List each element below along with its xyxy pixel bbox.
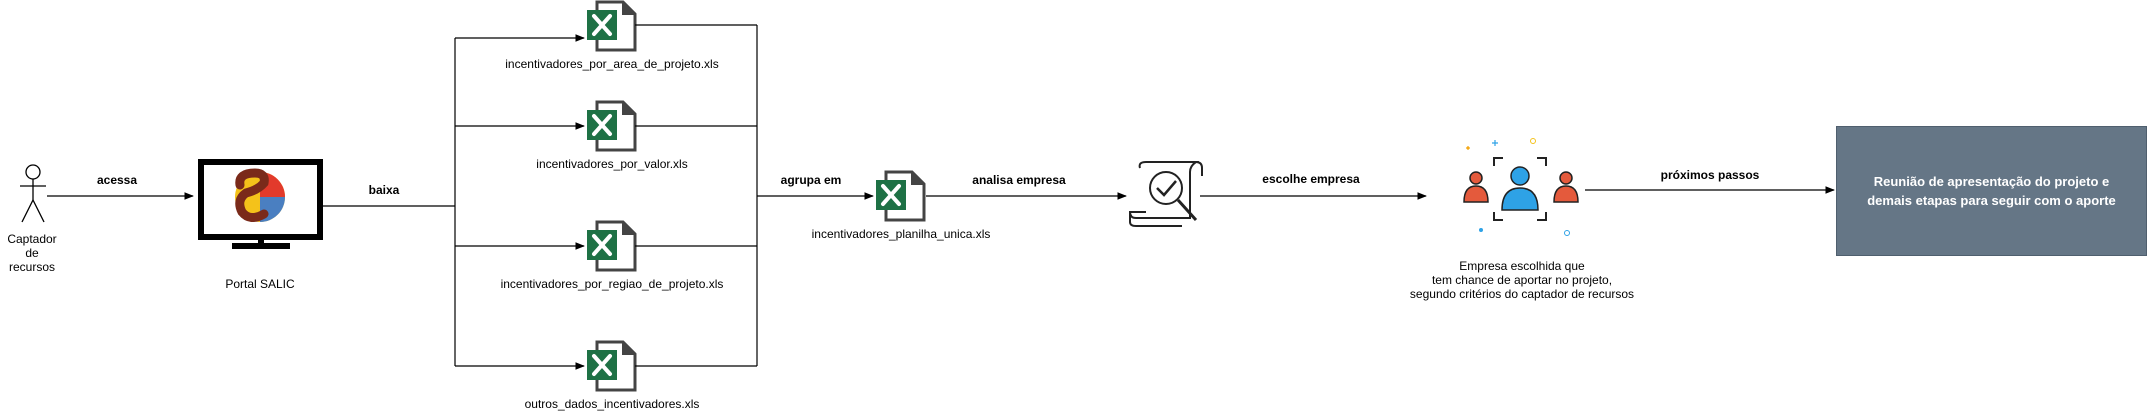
excel-file-icon — [585, 100, 637, 152]
edge-label-escolhe: escolhe empresa — [1262, 172, 1360, 186]
excel-file-icon — [585, 220, 637, 272]
captador-label: Captador de recursos — [7, 232, 57, 274]
file-label: incentivadores_por_valor.xls — [536, 157, 688, 171]
edge-label-analisa: analisa empresa — [972, 173, 1066, 187]
edge-label-baixa: baixa — [368, 183, 400, 197]
file-label: outros_dados_incentivadores.xls — [524, 397, 700, 411]
person-icon — [20, 164, 46, 223]
salic-logo-icon — [235, 168, 285, 222]
merged-file-label: incentivadores_planilha_unica.xls — [811, 227, 991, 241]
file-label: incentivadores_por_area_de_projeto.xls — [505, 57, 719, 71]
team-selection-icon — [1463, 138, 1579, 236]
edge-label-acessa: acessa — [96, 173, 138, 187]
company-note: Empresa escolhida que tem chance de apor… — [1409, 259, 1635, 301]
final-step-box: Reunião de apresentação do projeto e dem… — [1836, 126, 2147, 256]
excel-file-icon — [585, 0, 637, 52]
edge-label-agrupa: agrupa em — [780, 173, 842, 187]
file-label: incentivadores_por_regiao_de_projeto.xls — [500, 277, 724, 291]
document-search-icon — [1128, 161, 1203, 227]
edge-label-proximos: próximos passos — [1660, 168, 1760, 182]
excel-file-icon — [585, 340, 637, 392]
excel-file-icon — [874, 170, 926, 222]
portal-label: Portal SALIC — [225, 277, 295, 291]
